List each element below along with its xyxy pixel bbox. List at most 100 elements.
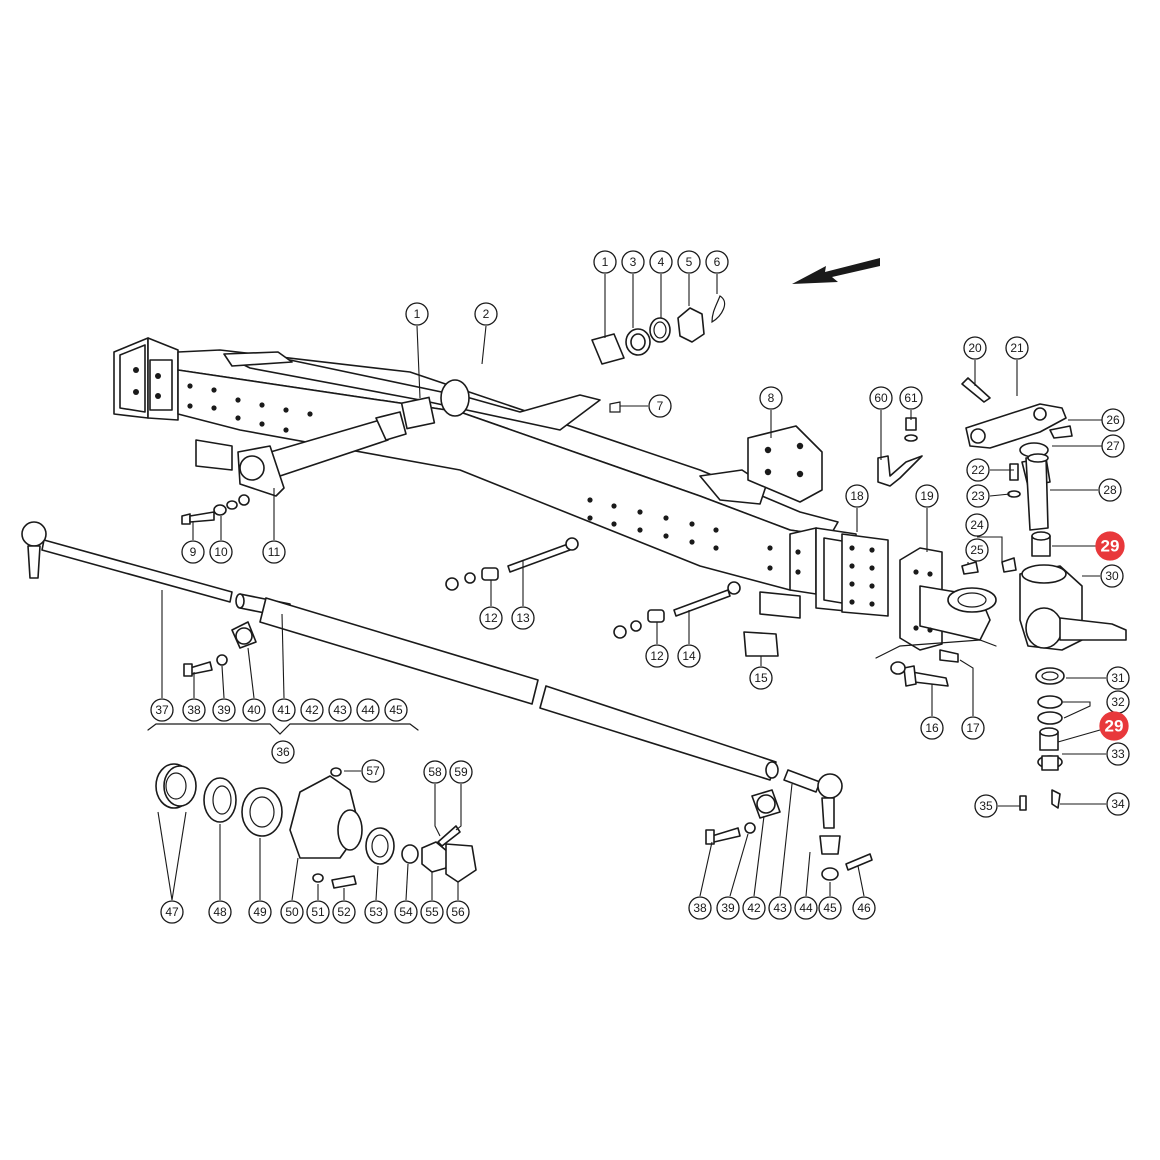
svg-text:61: 61 xyxy=(904,391,918,405)
callout: 7 xyxy=(648,394,672,418)
lower-kingpin-parts xyxy=(1019,667,1065,811)
svg-text:42: 42 xyxy=(747,901,761,915)
hardware-small xyxy=(181,494,959,687)
svg-text:29: 29 xyxy=(1105,717,1124,736)
callout-highlight: 29 xyxy=(1095,531,1125,561)
svg-text:2: 2 xyxy=(483,307,490,321)
callouts: 1 3 4 5 6 1 2 7 8 20 21 26 27 60 61 22 2… xyxy=(150,250,1130,924)
svg-text:14: 14 xyxy=(682,649,696,663)
svg-text:43: 43 xyxy=(333,703,347,717)
svg-text:17: 17 xyxy=(966,721,980,735)
svg-text:49: 49 xyxy=(253,905,267,919)
callout: 45 xyxy=(384,698,408,722)
callout: 5 xyxy=(677,250,701,274)
svg-text:60: 60 xyxy=(874,391,888,405)
svg-text:13: 13 xyxy=(516,611,530,625)
callout: 22 xyxy=(966,458,990,482)
wheel-hub-assembly xyxy=(155,763,477,889)
svg-text:31: 31 xyxy=(1111,671,1125,685)
callout: 43 xyxy=(768,896,792,920)
svg-text:9: 9 xyxy=(190,545,197,559)
svg-text:11: 11 xyxy=(268,545,281,559)
svg-text:48: 48 xyxy=(213,905,227,919)
callout: 46 xyxy=(852,896,876,920)
svg-text:59: 59 xyxy=(454,765,468,779)
svg-text:10: 10 xyxy=(214,545,228,559)
svg-text:55: 55 xyxy=(425,905,439,919)
callout: 36 xyxy=(271,740,295,764)
callout: 34 xyxy=(1106,792,1130,816)
svg-text:45: 45 xyxy=(389,703,403,717)
svg-text:12: 12 xyxy=(484,611,498,625)
callout: 1 xyxy=(593,250,617,274)
svg-text:39: 39 xyxy=(217,703,231,717)
svg-text:40: 40 xyxy=(247,703,261,717)
svg-text:47: 47 xyxy=(165,905,179,919)
callout: 35 xyxy=(974,794,998,818)
svg-text:4: 4 xyxy=(658,255,665,269)
callout: 6 xyxy=(705,250,729,274)
callout: 44 xyxy=(794,896,818,920)
callout: 15 xyxy=(749,666,773,690)
svg-text:1: 1 xyxy=(602,255,609,269)
svg-text:37: 37 xyxy=(155,703,169,717)
callout: 27 xyxy=(1101,434,1125,458)
svg-text:35: 35 xyxy=(979,799,993,813)
pivot-shaft xyxy=(237,379,470,497)
svg-text:58: 58 xyxy=(428,765,442,779)
callout: 13 xyxy=(511,606,535,630)
callout: 56 xyxy=(446,900,470,924)
svg-text:56: 56 xyxy=(451,905,465,919)
callout: 17 xyxy=(961,716,985,740)
callout: 38 xyxy=(688,896,712,920)
svg-text:8: 8 xyxy=(768,391,775,405)
svg-text:15: 15 xyxy=(754,671,768,685)
bushing-set-top xyxy=(591,295,726,413)
callout: 41 xyxy=(272,698,296,722)
callout: 39 xyxy=(716,896,740,920)
callout: 59 xyxy=(449,760,473,784)
svg-text:22: 22 xyxy=(971,463,985,477)
callout: 52 xyxy=(332,900,356,924)
callout: 8 xyxy=(759,386,783,410)
callout: 54 xyxy=(394,900,418,924)
callout: 18 xyxy=(845,484,869,508)
callout: 49 xyxy=(248,900,272,924)
callout: 47 xyxy=(160,900,184,924)
svg-text:12: 12 xyxy=(650,649,664,663)
svg-text:53: 53 xyxy=(369,905,383,919)
callout: 31 xyxy=(1106,666,1130,690)
callout: 51 xyxy=(306,900,330,924)
callout: 33 xyxy=(1106,742,1130,766)
callout: 20 xyxy=(963,336,987,360)
svg-text:6: 6 xyxy=(714,255,721,269)
svg-text:46: 46 xyxy=(857,901,871,915)
callout: 61 xyxy=(899,386,923,410)
svg-text:50: 50 xyxy=(285,905,299,919)
callout: 25 xyxy=(965,538,989,562)
svg-text:25: 25 xyxy=(970,543,984,557)
svg-text:20: 20 xyxy=(968,341,982,355)
svg-text:18: 18 xyxy=(850,489,864,503)
svg-text:52: 52 xyxy=(337,905,351,919)
callout: 11 xyxy=(262,540,286,564)
svg-text:33: 33 xyxy=(1111,747,1125,761)
tie-rod-assembly xyxy=(21,521,873,881)
callout: 38 xyxy=(182,698,206,722)
svg-text:1: 1 xyxy=(414,307,421,321)
svg-text:28: 28 xyxy=(1103,483,1117,497)
svg-text:38: 38 xyxy=(187,703,201,717)
svg-text:21: 21 xyxy=(1010,341,1024,355)
svg-text:34: 34 xyxy=(1111,797,1125,811)
callout: 42 xyxy=(300,698,324,722)
callout: 57 xyxy=(361,759,385,783)
callout: 28 xyxy=(1098,478,1122,502)
callout: 9 xyxy=(181,540,205,564)
svg-text:26: 26 xyxy=(1106,413,1120,427)
callout: 3 xyxy=(621,250,645,274)
svg-text:44: 44 xyxy=(361,703,375,717)
callout: 10 xyxy=(209,540,233,564)
steering-knuckle xyxy=(1019,531,1127,651)
axle-pad xyxy=(747,425,823,503)
